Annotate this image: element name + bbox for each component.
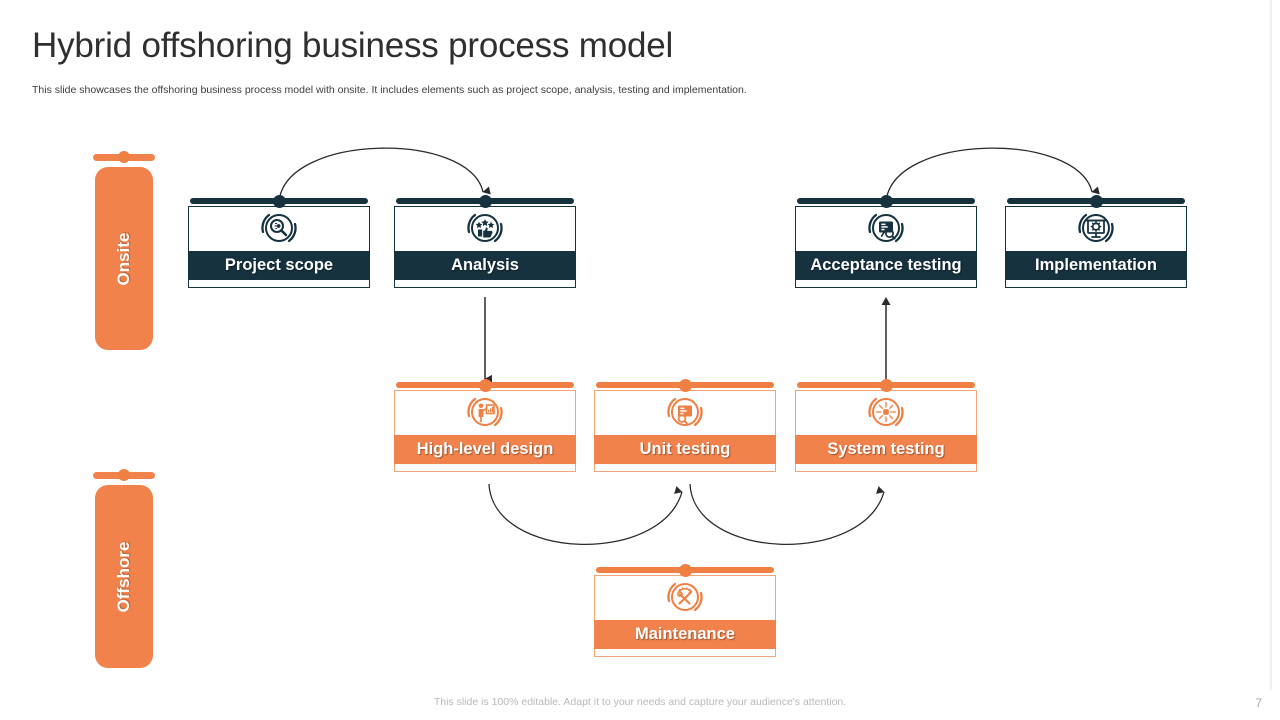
card-project-scope[interactable]: Project scope (188, 195, 370, 288)
card-project-scope-band (188, 251, 370, 280)
thumbs-up-rating-icon (458, 202, 512, 254)
person-presenting-chart-icon (458, 386, 512, 438)
card-maintenance-band (594, 620, 776, 649)
rail-offshore-label: Offshore (114, 541, 133, 612)
connector-system-testing-arrowhead (881, 297, 891, 305)
card-high-level-design-label: High-level design (416, 440, 554, 458)
card-high-level-design-topdot (478, 379, 492, 392)
connector-high-level-design-to-unit-testing (488, 483, 683, 545)
card-high-level-design[interactable]: High-level design (394, 379, 576, 472)
card-project-scope-label: Project scope (224, 256, 334, 274)
card-system-testing[interactable]: System testing (795, 379, 977, 472)
magnifier-search-icon (252, 202, 306, 254)
rail-onsite-label: Onsite (114, 232, 133, 285)
right-edge-rule (1270, 0, 1272, 690)
rail-offshore-dot (118, 469, 130, 481)
card-project-scope-topdot (272, 195, 286, 208)
card-analysis-topdot (478, 195, 492, 208)
connector-unit-testing-to-system-testing (689, 483, 885, 545)
presentation-gear-icon (1069, 202, 1123, 254)
card-implementation-band (1005, 251, 1187, 280)
card-maintenance-topdot (678, 564, 692, 577)
card-implementation-label: Implementation (1035, 256, 1157, 274)
card-implementation-topdot (1089, 195, 1103, 208)
card-maintenance[interactable]: Maintenance (594, 564, 776, 657)
card-analysis-label: Analysis (451, 256, 519, 274)
card-high-level-design-band (394, 435, 576, 464)
card-acceptance-testing-topdot (879, 195, 893, 208)
rail-offshore[interactable]: Offshore (95, 485, 153, 668)
monitor-checklist-icon (859, 202, 913, 254)
connector-acceptance-testing-to-implementation (885, 147, 1100, 203)
card-unit-testing[interactable]: Unit testing (594, 379, 776, 472)
rail-onsite-dot (118, 151, 130, 163)
card-acceptance-testing[interactable]: Acceptance testing (795, 195, 977, 288)
rail-onsite[interactable]: Onsite (95, 167, 153, 350)
card-unit-testing-band (594, 435, 776, 464)
card-analysis-band (394, 251, 576, 280)
compass-radial-icon (859, 386, 913, 438)
wrench-screwdriver-icon (658, 571, 712, 623)
card-implementation[interactable]: Implementation (1005, 195, 1187, 288)
connector-project-scope-to-analysis (278, 147, 491, 203)
card-maintenance-label: Maintenance (635, 625, 735, 643)
screen-search-icon (658, 386, 712, 438)
card-acceptance-testing-label: Acceptance testing (810, 256, 962, 274)
card-system-testing-band (795, 435, 977, 464)
card-acceptance-testing-band (795, 251, 977, 280)
card-system-testing-topdot (879, 379, 893, 392)
card-analysis[interactable]: Analysis (394, 195, 576, 288)
page-title: Hybrid offshoring business process model (32, 26, 674, 65)
card-system-testing-label: System testing (827, 440, 945, 458)
page-subtitle: This slide showcases the offshoring busi… (32, 84, 747, 96)
card-unit-testing-label: Unit testing (639, 440, 731, 458)
page-number: 7 (1255, 696, 1262, 710)
card-unit-testing-topdot (678, 379, 692, 392)
footer-note: This slide is 100% editable. Adapt it to… (433, 696, 847, 708)
